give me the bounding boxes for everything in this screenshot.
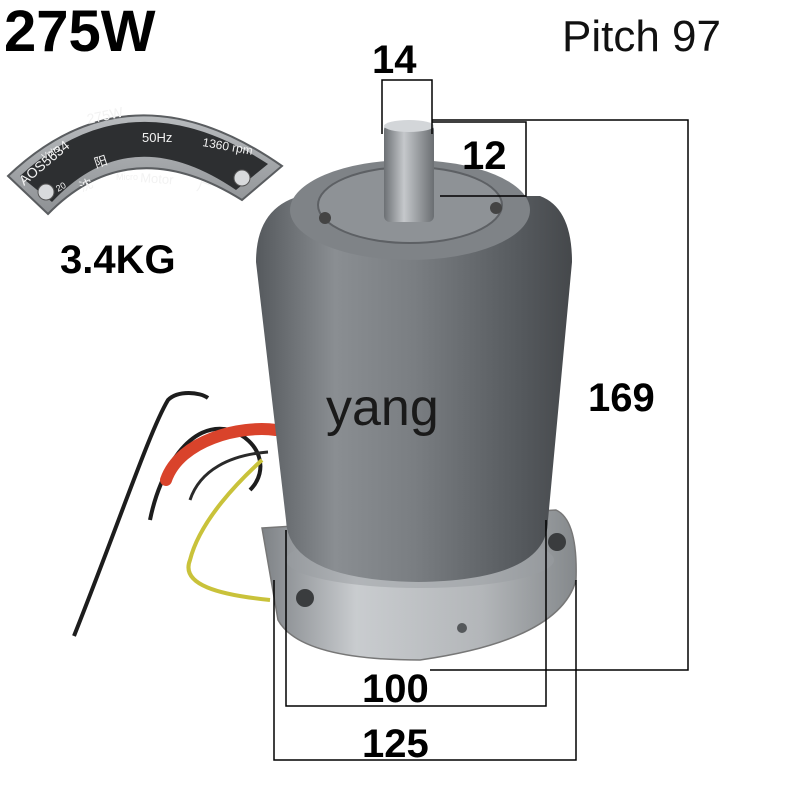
dim-line-inner-diameter (285, 520, 547, 707)
nameplate-char-3: 厂 (195, 179, 212, 198)
shaft (384, 120, 434, 222)
dim-line-shaft-length (432, 121, 527, 197)
flange-diameter-label: 125 (362, 722, 429, 766)
nameplate-brand: Motor (140, 170, 175, 187)
nameplate-text: AOS5634 275W 50Hz 1360 rpm Motor 沈 阳 厂 M… (16, 104, 254, 198)
screw (457, 623, 467, 633)
nameplate-char-2: 阳 (92, 153, 109, 171)
nameplate (6, 114, 284, 216)
cap-screw-right (490, 202, 502, 214)
dim-line-height (430, 119, 689, 671)
pitch-label: Pitch 97 (562, 12, 721, 61)
mount-hole-right (548, 533, 566, 551)
shaft-length-label: 12 (462, 134, 507, 178)
rivet-right (233, 169, 251, 187)
nameplate-frequency: 50Hz (142, 130, 172, 145)
shaft-diameter-label: 14 (372, 38, 417, 82)
power-rating: 275W (4, 0, 156, 64)
dimension-lines (273, 79, 689, 761)
weight-label: 3.4KG (60, 238, 176, 282)
nameplate-small-2: 20 (54, 180, 68, 194)
height-label: 169 (588, 376, 655, 420)
inner-diameter-label: 100 (362, 667, 429, 711)
lead-wires (72, 391, 282, 637)
dim-line-shaft-diameter (381, 79, 433, 134)
cap-screw-left (319, 212, 331, 224)
nameplate-power: 275W (85, 104, 125, 127)
dim-line-flange-diameter (273, 580, 577, 761)
watermark: yang (326, 379, 439, 437)
rivet-left (37, 183, 55, 201)
motor-body (256, 160, 572, 582)
nameplate-small-1: Micro (116, 172, 138, 182)
nameplate-char-1: 沈 (77, 176, 95, 195)
mount-hole-left (296, 589, 314, 607)
